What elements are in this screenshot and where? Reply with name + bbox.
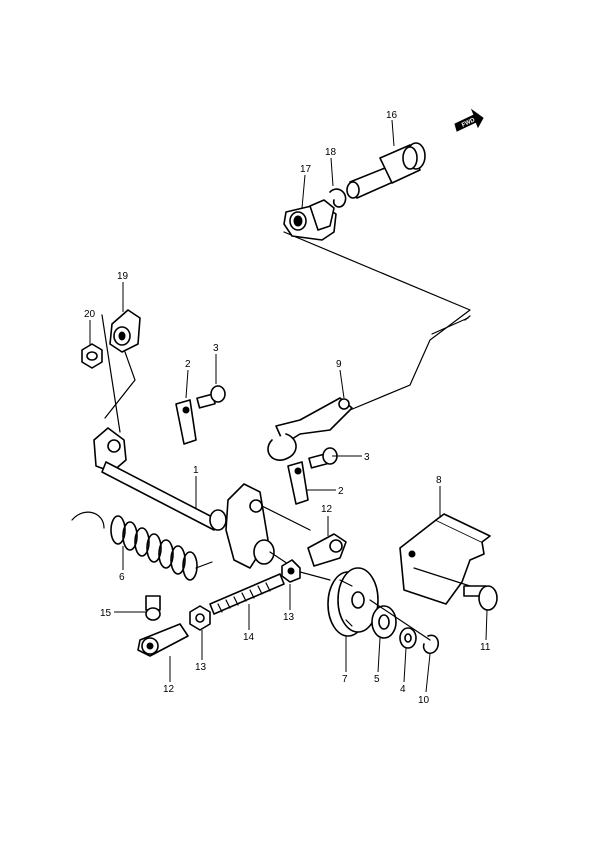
- guide-line-cam: [369, 599, 431, 641]
- callout-17: 17: [300, 164, 312, 175]
- forward-arrow-icon: FWD: [454, 108, 484, 132]
- callout-1: 1: [193, 465, 199, 476]
- link-rod: [283, 231, 471, 411]
- callout-18: 18: [325, 147, 337, 158]
- callout-7: 7: [342, 674, 348, 685]
- part-8-bracket: [399, 513, 491, 605]
- part-19-block: [109, 309, 141, 353]
- part-15-ball-stud: [145, 595, 161, 621]
- callout-12-upper: 12: [321, 504, 333, 515]
- callout-16: 16: [386, 110, 398, 121]
- callout-labels: 16 18 17 19 20 3 2 9 3 2 1 8 12 6 15 14 …: [84, 110, 491, 706]
- callout-13-upper: 13: [283, 612, 295, 623]
- callout-11: 11: [480, 642, 491, 653]
- part-11-bolt: [463, 585, 498, 611]
- callout-19: 19: [117, 271, 129, 282]
- part-3-screw-lower: [308, 447, 338, 469]
- callout-8: 8: [436, 475, 442, 486]
- part-9-lever: [267, 397, 353, 461]
- part-14-threaded-rod: [209, 573, 285, 615]
- part-7-cam: [327, 567, 379, 637]
- part-4-washer: [399, 627, 417, 649]
- callout-2-upper: 2: [185, 359, 191, 370]
- callout-5: 5: [374, 674, 380, 685]
- callout-15: 15: [100, 608, 112, 619]
- part-10-clip: [422, 634, 440, 655]
- callout-14: 14: [243, 632, 255, 643]
- part-18-clip: [329, 188, 347, 208]
- part-20-nut: [81, 343, 103, 369]
- callout-13-lower: 13: [195, 662, 207, 673]
- callout-3-upper: 3: [213, 343, 219, 354]
- part-6-spring: [71, 511, 213, 581]
- part-2-plate-lower: [287, 461, 309, 505]
- part-13-nut-upper: [281, 559, 301, 583]
- callout-4: 4: [400, 684, 406, 695]
- part-2-plate-upper: [175, 399, 197, 445]
- part-13-nut-lower: [189, 605, 211, 631]
- callout-20: 20: [84, 309, 96, 320]
- part-16-knob: [346, 142, 426, 199]
- part-3-screw-upper: [196, 385, 226, 409]
- callout-10: 10: [418, 695, 430, 706]
- part-5-washer: [371, 605, 397, 639]
- callout-6: 6: [119, 572, 125, 583]
- rod-threaded-end: [431, 317, 469, 335]
- part-12-joint-upper: [307, 533, 347, 567]
- callout-9: 9: [336, 359, 342, 370]
- forward-label: FWD: [461, 117, 477, 128]
- callout-12-lower: 12: [163, 684, 175, 695]
- callout-3-lower: 3: [364, 452, 370, 463]
- part-12-joint-lower: [137, 623, 189, 657]
- leader-lines: [89, 119, 488, 693]
- part-1-shaft: [93, 427, 275, 569]
- guide-line-left: [101, 314, 136, 433]
- callout-2-lower: 2: [338, 486, 344, 497]
- part-17-bracket: [283, 199, 337, 241]
